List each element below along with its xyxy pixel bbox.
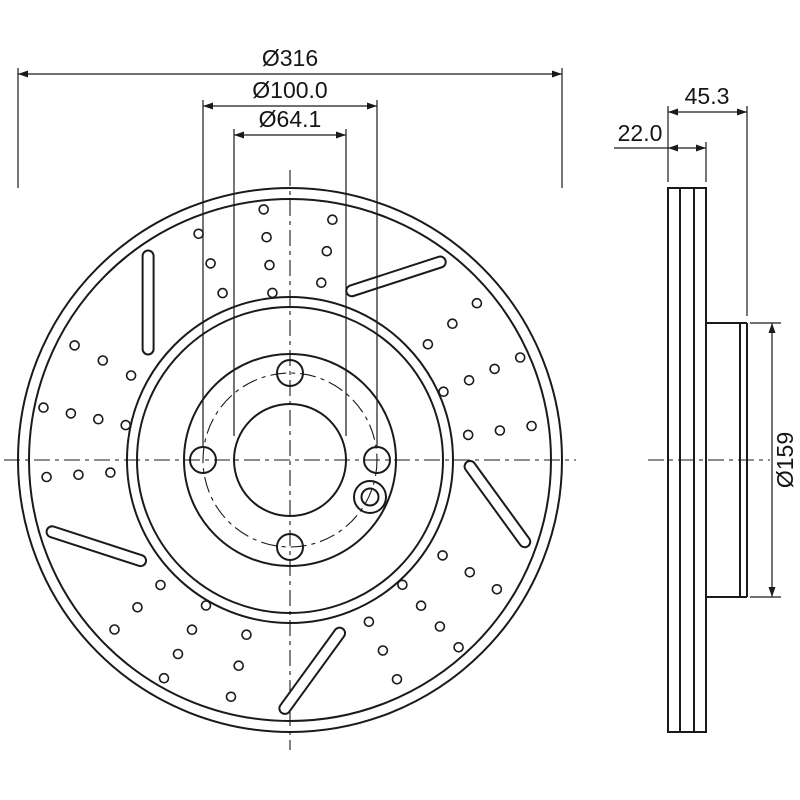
front-view xyxy=(4,170,576,750)
set-screw-hole-inner xyxy=(360,487,380,507)
drilled-hole xyxy=(205,258,216,269)
dim-total-width: 45.3 xyxy=(667,83,748,316)
dim-center-bore: Ø64.1 xyxy=(233,106,347,436)
dim-outer-diameter: Ø316 xyxy=(17,45,563,188)
drilled-hole xyxy=(464,566,476,578)
drilled-hole xyxy=(132,601,143,613)
bolt-hole-right xyxy=(363,446,391,474)
drilled-hole xyxy=(93,413,104,425)
drilled-hole xyxy=(120,419,131,431)
drilled-hole xyxy=(158,672,170,684)
surface-slot xyxy=(463,459,532,549)
surface-slot xyxy=(141,249,155,356)
drilled-hole xyxy=(200,600,212,611)
front-dimensions: Ø316 Ø100.0 Ø64.1 xyxy=(17,45,563,446)
drilled-hole xyxy=(109,624,120,635)
hub-circle xyxy=(183,353,397,567)
drilled-hole xyxy=(186,624,198,636)
drilled-hole xyxy=(261,231,272,243)
drilled-hole xyxy=(264,259,275,271)
drilled-hole xyxy=(463,374,475,386)
drilled-hole xyxy=(491,583,503,595)
surface-slot xyxy=(345,255,447,298)
dim-disc-thickness: 22.0 xyxy=(614,120,707,182)
drilled-hole xyxy=(462,429,474,441)
dim-total-width-label: 45.3 xyxy=(685,83,730,109)
friction-band-inner-chamfer-circle xyxy=(136,306,444,614)
side-view xyxy=(648,187,770,733)
drilled-hole xyxy=(241,629,252,641)
drilled-hole xyxy=(155,579,166,591)
set-screw-hole-outer xyxy=(353,480,387,514)
drilled-hole xyxy=(514,352,526,363)
drilled-hole xyxy=(172,648,184,660)
drilled-hole xyxy=(193,228,204,240)
drilled-hole xyxy=(415,600,427,612)
surface-slot xyxy=(278,626,347,715)
drilled-hole xyxy=(377,645,389,656)
drilled-hole xyxy=(73,469,84,481)
drilled-hole xyxy=(38,402,49,413)
drilled-hole xyxy=(267,287,278,299)
friction-band-inner-circle xyxy=(126,296,454,624)
dim-center-bore-label: Ø64.1 xyxy=(259,106,322,132)
drilled-hole xyxy=(422,338,434,350)
drilled-hole xyxy=(258,204,270,215)
dim-bolt-circle-label: Ø100.0 xyxy=(252,77,327,103)
drilled-hole xyxy=(321,245,333,257)
drilled-hole xyxy=(437,550,448,561)
drilled-hole xyxy=(105,467,116,478)
outer-edge-circle xyxy=(17,187,563,733)
drilled-hole xyxy=(397,579,408,591)
drilled-hole xyxy=(434,621,446,632)
center-bore-circle xyxy=(233,403,347,517)
drilled-hole xyxy=(327,214,338,225)
drilled-hole xyxy=(489,363,500,375)
drilled-hole xyxy=(447,318,458,330)
dim-bolt-circle: Ø100.0 xyxy=(202,77,378,446)
drilled-hole xyxy=(471,297,483,309)
drilled-hole xyxy=(315,277,327,289)
friction-ring-outline xyxy=(667,187,707,733)
drilled-hole xyxy=(41,471,52,483)
drill-and-slot-pattern xyxy=(38,204,537,715)
drilled-hole xyxy=(97,355,109,366)
dim-disc-thickness-label: 22.0 xyxy=(618,120,663,146)
drilled-hole xyxy=(233,660,244,672)
bolt-hole-bottom xyxy=(276,533,304,561)
bolt-hole-top xyxy=(276,359,304,387)
surface-slot xyxy=(45,525,148,568)
drilled-hole xyxy=(225,691,237,703)
drilled-hole xyxy=(494,425,506,436)
drilled-hole xyxy=(391,673,403,685)
side-dimensions: 45.3 22.0 Ø159 xyxy=(614,83,798,598)
bolt-circle-centerline xyxy=(202,372,378,548)
drilled-hole xyxy=(526,420,537,432)
drilled-hole xyxy=(69,340,80,351)
drilled-hole xyxy=(217,287,228,299)
drilled-hole xyxy=(363,616,375,628)
dim-hat-diameter: Ø159 xyxy=(750,322,798,598)
outer-chamfer-circle xyxy=(28,198,552,722)
bolt-hole-left xyxy=(189,446,217,474)
dim-hat-diameter-label: Ø159 xyxy=(772,432,798,488)
drilled-hole xyxy=(65,408,77,419)
drilled-hole xyxy=(453,641,464,653)
dim-outer-diameter-label: Ø316 xyxy=(262,45,318,71)
drilled-hole xyxy=(125,370,137,381)
